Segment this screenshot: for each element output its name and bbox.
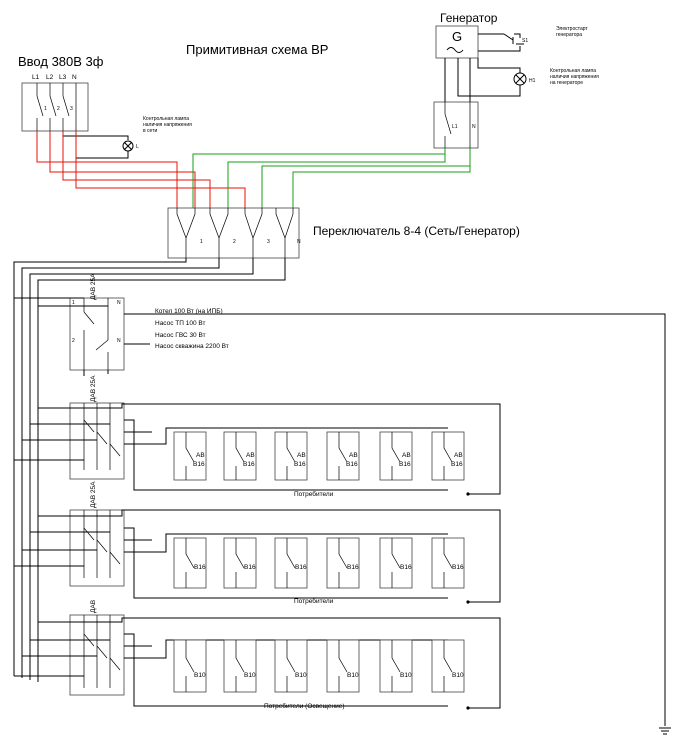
svg-text:B16: B16: [400, 564, 412, 571]
svg-text:АВ: АВ: [246, 452, 255, 459]
svg-text:1: 1: [44, 106, 47, 112]
svg-text:3: 3: [70, 106, 73, 112]
svg-text:B10: B10: [244, 672, 256, 679]
dav4-group-label: Потребители (Освещение): [264, 702, 345, 710]
dav4-breaker: [69, 614, 125, 696]
generator-icon: [435, 25, 479, 59]
svg-text:L3: L3: [59, 74, 67, 81]
dav4-consumers: B10 B10 B10 B10 B10 B10: [173, 639, 465, 693]
svg-text:N: N: [117, 300, 121, 306]
consumer-breaker: B10: [431, 639, 465, 693]
svg-text:L2: L2: [46, 74, 54, 81]
dav2-label: ДАВ 25А: [90, 375, 97, 402]
consumer-breaker: АВ B16: [326, 431, 360, 481]
svg-text:1: 1: [72, 300, 75, 306]
generator-lamp-icon: [513, 72, 527, 86]
dav4-label: ДАВ: [90, 600, 97, 613]
switch-label: Переключатель 8-4 (Сеть/Генератор): [313, 224, 520, 238]
consumer-breaker: B16: [173, 537, 207, 589]
consumer-breaker: B16: [274, 537, 308, 589]
svg-text:L1: L1: [452, 124, 458, 130]
consumer-breaker: АВ B16: [379, 431, 413, 481]
svg-text:АВ: АВ: [402, 452, 411, 459]
svg-text:АВ: АВ: [454, 452, 463, 459]
svg-text:G: G: [452, 29, 462, 44]
consumer-breaker: АВ B16: [274, 431, 308, 481]
svg-text:B16: B16: [295, 564, 307, 571]
svg-text:S1: S1: [522, 38, 528, 44]
svg-text:B16: B16: [193, 461, 205, 468]
consumer-breaker: B10: [326, 639, 360, 693]
svg-text:B16: B16: [452, 564, 464, 571]
svg-text:B10: B10: [347, 672, 359, 679]
consumer-breaker: B10: [379, 639, 413, 693]
consumer-breaker: АВ B16: [223, 431, 257, 481]
svg-text:B16: B16: [294, 461, 306, 468]
dav2-group-label: Потребители: [294, 490, 334, 498]
svg-text:B16: B16: [243, 461, 255, 468]
svg-text:B10: B10: [194, 672, 206, 679]
dav1-breaker: 1 2 N N: [69, 297, 125, 371]
consumer-breaker: B16: [431, 537, 465, 589]
consumer-breaker: АВ B16: [431, 431, 465, 481]
dav1-label: ДАВ 25А: [90, 273, 97, 300]
ground-icon: [659, 727, 671, 735]
changeover-switch: 1 2 3 N: [167, 207, 301, 259]
svg-text:N: N: [472, 124, 476, 130]
svg-text:3: 3: [267, 239, 270, 245]
consumer-breaker: B10: [173, 639, 207, 693]
dav2-consumers: АВ B16 АВ B16 АВ B16 АВ B16 АВ B16 АВ B16: [173, 431, 465, 481]
consumer-breaker: B10: [274, 639, 308, 693]
dav3-consumers: B16 B16 B16 B16 B16 B16: [173, 537, 465, 589]
dav3-group-label: Потребители: [294, 597, 334, 605]
generator-label: Генератор: [440, 11, 498, 25]
svg-text:N: N: [72, 74, 77, 81]
svg-text:L1: L1: [32, 74, 40, 81]
svg-text:H1: H1: [529, 78, 536, 84]
svg-text:2: 2: [57, 106, 60, 112]
consumer-breaker: B16: [223, 537, 257, 589]
svg-text:Насос ГВС 30 Вт: Насос ГВС 30 Вт: [155, 332, 206, 339]
svg-text:2: 2: [233, 239, 236, 245]
svg-text:B10: B10: [452, 672, 464, 679]
consumer-breaker: АВ B16: [173, 431, 207, 481]
svg-text:L: L: [136, 144, 139, 150]
svg-text:N: N: [297, 239, 301, 245]
svg-text:АВ: АВ: [297, 452, 306, 459]
input-lamp-icon: [122, 140, 134, 152]
svg-text:1: 1: [200, 239, 203, 245]
consumer-breaker: B16: [379, 537, 413, 589]
input-breaker: L1 L2 L3 N 1 2 3: [21, 74, 89, 132]
input-label: Ввод 380В 3ф: [18, 54, 104, 69]
diagram-title: Примитивная схема ВР: [186, 42, 328, 57]
dav3-breaker: [69, 509, 125, 587]
svg-text:B16: B16: [244, 564, 256, 571]
svg-text:Котел 100 Вт (на ИПБ): Котел 100 Вт (на ИПБ): [155, 308, 223, 315]
svg-text:2: 2: [72, 338, 75, 344]
svg-text:B10: B10: [400, 672, 412, 679]
consumer-breaker: B10: [223, 639, 257, 693]
svg-text:B16: B16: [194, 564, 206, 571]
svg-text:АВ: АВ: [196, 452, 205, 459]
svg-text:N: N: [117, 338, 121, 344]
svg-text:Насос скважина 2200 Вт: Насос скважина 2200 Вт: [155, 343, 229, 350]
dav1-load-list: Котел 100 Вт (на ИПБ) Насос ТП 100 Вт На…: [155, 308, 229, 350]
dav2-breaker: [69, 402, 125, 480]
svg-text:B16: B16: [451, 461, 463, 468]
svg-text:B10: B10: [295, 672, 307, 679]
svg-text:АВ: АВ: [349, 452, 358, 459]
svg-text:B16: B16: [399, 461, 411, 468]
generator-breaker: L1 N: [433, 101, 479, 149]
consumer-breaker: B16: [326, 537, 360, 589]
svg-text:B16: B16: [346, 461, 358, 468]
dav3-label: ДАВ 25А: [90, 481, 97, 508]
svg-text:Насос ТП 100 Вт: Насос ТП 100 Вт: [155, 320, 206, 327]
svg-text:B16: B16: [347, 564, 359, 571]
